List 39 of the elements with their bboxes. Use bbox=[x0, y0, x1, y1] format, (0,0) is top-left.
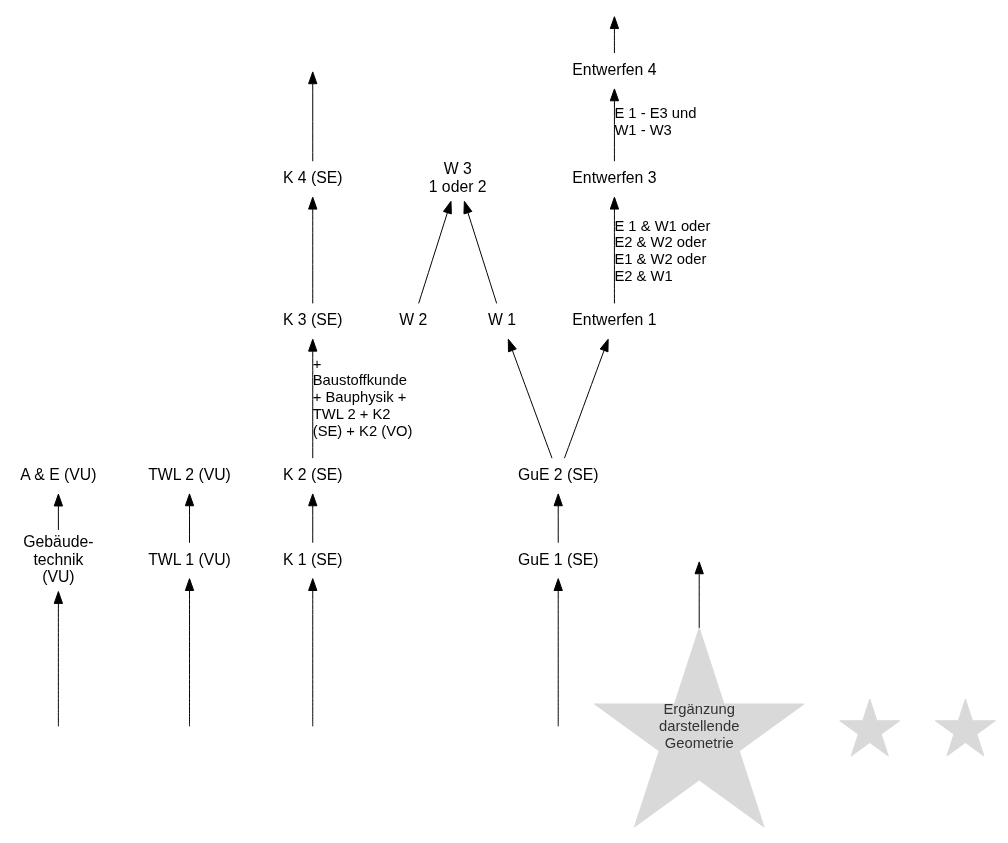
node-text: K 1 (SE) bbox=[282, 550, 343, 568]
arrow bbox=[53, 493, 63, 531]
arrow bbox=[463, 200, 498, 304]
arrow bbox=[609, 16, 620, 54]
arrow bbox=[184, 578, 195, 727]
edge-label: E 1 & W1 oder E2 & W2 oder E1 & W2 oder E2 & W1 bbox=[614, 217, 711, 284]
node-text: K 2 (SE) bbox=[282, 465, 343, 483]
arrow bbox=[53, 591, 63, 727]
node-text: GuE 2 (SE) bbox=[517, 465, 599, 483]
arrow bbox=[308, 578, 318, 727]
edge-label: + Baustoffkunde + Bauphysik + TWL 2 + K2 (SE) + K2 (VO) bbox=[312, 355, 413, 439]
node-star bbox=[934, 698, 996, 757]
arrow bbox=[609, 88, 620, 162]
arrow bbox=[418, 200, 452, 304]
arrow bbox=[308, 71, 318, 162]
arrow bbox=[563, 338, 609, 459]
node-text: W 3 1 oder 2 bbox=[428, 160, 487, 195]
node-text: W 1 bbox=[488, 311, 517, 329]
arrow bbox=[553, 493, 563, 544]
arrow bbox=[553, 578, 563, 727]
arrow bbox=[609, 196, 620, 304]
node-text: GuE 1 (SE) bbox=[517, 550, 599, 568]
node-text: A & E (VU) bbox=[20, 465, 97, 483]
node-text: Entwerfen 3 bbox=[572, 169, 657, 187]
arrow bbox=[694, 561, 704, 629]
node-star bbox=[839, 698, 901, 757]
arrow bbox=[308, 196, 318, 304]
node-text: Entwerfen 4 bbox=[572, 60, 657, 78]
node-text: Gebäude- technik (VU) bbox=[23, 532, 94, 586]
node-text: TWL 1 (VU) bbox=[148, 550, 231, 568]
node-text: TWL 2 (VU) bbox=[148, 465, 231, 483]
arrow bbox=[308, 338, 318, 459]
arrow bbox=[184, 493, 195, 544]
arrow bbox=[308, 493, 318, 544]
node-text: Entwerfen 1 bbox=[572, 311, 657, 329]
node-text: W 2 bbox=[399, 311, 428, 329]
node-text: K 3 (SE) bbox=[282, 311, 343, 329]
node-text: K 4 (SE) bbox=[282, 169, 343, 187]
arrow bbox=[507, 338, 553, 459]
